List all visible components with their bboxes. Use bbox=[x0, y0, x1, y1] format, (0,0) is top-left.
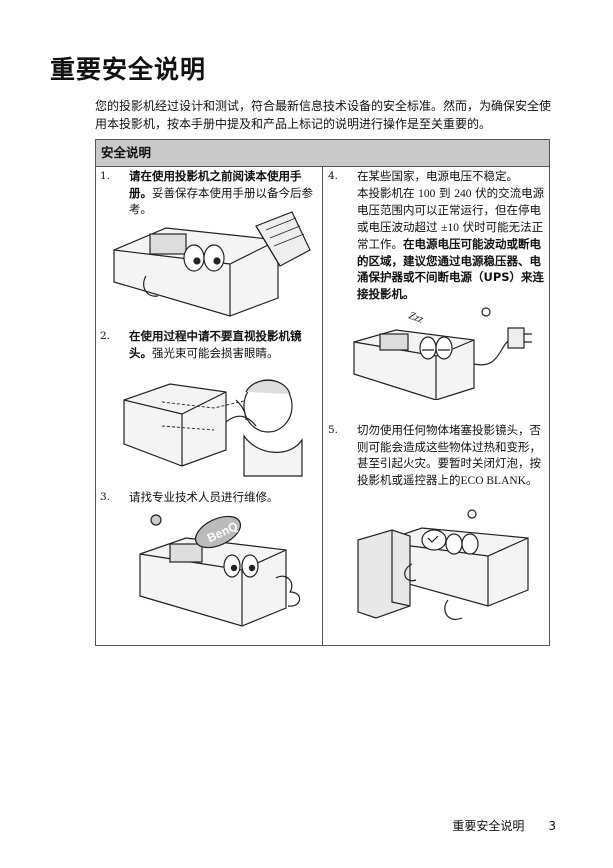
illustration-read-manual bbox=[106, 206, 316, 318]
item-text: 请找专业技术人员进行维修。 bbox=[129, 490, 279, 504]
safety-item-4: 4. 在某些国家，电源电压不稳定。 本投影机在 100 到 240 伏的交流电源… bbox=[328, 168, 546, 302]
illustration-do-not-stare bbox=[118, 366, 308, 478]
page-footer: 重要安全说明 3 bbox=[452, 817, 556, 834]
sleep-zzz-text: Zzz bbox=[407, 310, 426, 327]
page-title: 重要安全说明 bbox=[50, 55, 207, 84]
intro-paragraph: 您的投影机经过设计和测试，符合最新信息技术设备的安全标准。然而，为确保安全使用本… bbox=[95, 99, 552, 131]
voltage-min: 100 bbox=[418, 187, 436, 200]
item-number: 1. bbox=[100, 170, 111, 182]
safety-box-header: 安全说明 bbox=[96, 140, 549, 167]
item-number: 5. bbox=[328, 424, 339, 436]
item-bold-text: 请在使用投影机之前阅读本使用手册。 bbox=[129, 169, 302, 200]
item-text: 。 bbox=[526, 472, 538, 487]
eco-blank-key: ECO BLANK bbox=[460, 474, 527, 487]
safety-item-5: 5. 切勿使用任何物体堵塞投影镜头，否则可能会造成这些物体过热和变形，甚至引起火… bbox=[328, 422, 546, 489]
item-text: 强光束可能会损害眼睛。 bbox=[152, 345, 279, 360]
item-number: 2. bbox=[100, 330, 111, 342]
voltage-max: 240 bbox=[454, 187, 472, 200]
illustration-do-not-block-lens bbox=[352, 500, 544, 634]
footer-section-title: 重要安全说明 bbox=[452, 819, 525, 833]
safety-box: 安全说明 1. 请在使用投影机之前阅读本使用手册。妥善保存本使用手册以备今后参考… bbox=[95, 139, 550, 646]
item-bold-text: 在电源电压可能波动或断电的区域，建议您通过电源稳压器、电涌保护器或不间断电源（U… bbox=[357, 237, 545, 301]
item-line: 在某些国家，电源电压不稳定。 bbox=[357, 169, 518, 183]
item-text: 伏时可能无法正常工作。 bbox=[357, 219, 544, 252]
voltage-tolerance: ±10 bbox=[441, 221, 459, 234]
column-divider bbox=[322, 166, 323, 645]
item-text: 伏的交流电源电压范围内可以正常运行，但在停电或电压波动超过 bbox=[357, 185, 545, 234]
page-number: 3 bbox=[548, 819, 556, 833]
item-text: 到 bbox=[435, 185, 455, 200]
item-text: 本投影机在 bbox=[357, 185, 419, 200]
item-bold-text: 在使用过程中请不要直视投影机镜头。 bbox=[129, 329, 302, 360]
item-number: 4. bbox=[328, 170, 339, 182]
safety-item-1: 1. 请在使用投影机之前阅读本使用手册。妥善保存本使用手册以备今后参考。 bbox=[100, 168, 318, 218]
item-text: 切勿使用任何物体堵塞投影镜头，否则可能会造成这些物体过热和变形，甚至引起火灾。要… bbox=[357, 423, 541, 487]
illustration-qualified-service: BenQ bbox=[136, 512, 318, 630]
safety-item-2: 2. 在使用过程中请不要直视投影机镜头。强光束可能会损害眼睛。 bbox=[100, 328, 318, 361]
illustration-power-supply: Zzz bbox=[350, 300, 546, 400]
item-number: 3. bbox=[100, 491, 111, 503]
safety-item-3: 3. 请找专业技术人员进行维修。 bbox=[100, 489, 318, 506]
item-text: 妥善保存本使用手册以备今后参考。 bbox=[129, 185, 313, 217]
